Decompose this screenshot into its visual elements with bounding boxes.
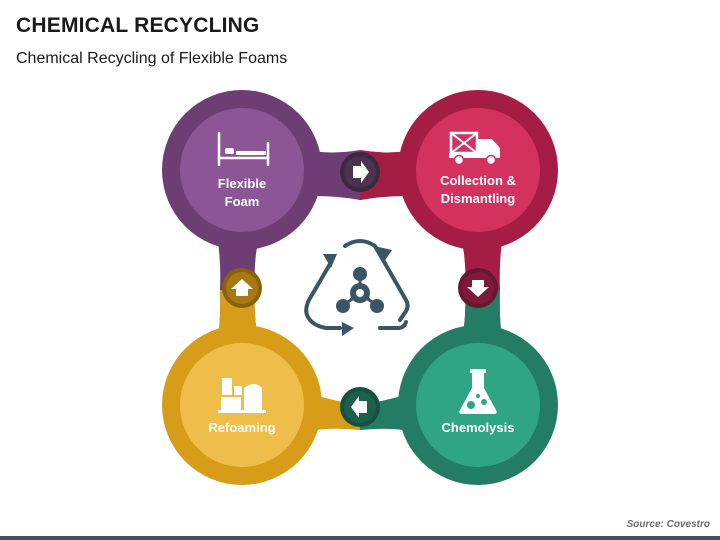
step-flexible-foam-label-line1: Flexible (218, 176, 266, 191)
arrow-down-icon (458, 268, 498, 308)
truck-icon (449, 131, 500, 166)
step-collection-label-line2: Dismantling (441, 191, 515, 206)
flask-icon (459, 369, 497, 414)
bottom-bar (0, 536, 720, 540)
step-flexible-foam-circle (180, 108, 304, 232)
step-collection-circle (416, 108, 540, 232)
step-refoaming-label: Refoaming (208, 420, 275, 435)
step-collection-label-line1: Collection & (440, 173, 516, 188)
factory-icon (218, 378, 266, 413)
arrow-right-icon (340, 152, 380, 192)
step-chemolysis-label: Chemolysis (442, 420, 515, 435)
source-note: Source: Covestro (626, 519, 710, 530)
page-title: CHEMICAL RECYCLING (16, 14, 260, 37)
recycling-molecule-icon (304, 239, 410, 336)
page-subtitle: Chemical Recycling of Flexible Foams (16, 50, 288, 67)
arrow-up-icon (222, 268, 262, 308)
bed-icon (217, 131, 270, 167)
step-flexible-foam-label-line2: Foam (225, 194, 260, 209)
arrow-left-icon (340, 387, 380, 427)
